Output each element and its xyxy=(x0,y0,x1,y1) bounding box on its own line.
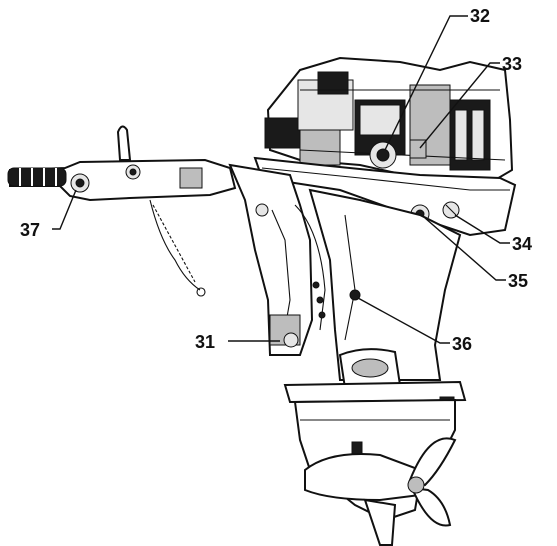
powerhead xyxy=(264,56,514,181)
midsection xyxy=(308,188,462,390)
clamp-bracket xyxy=(228,163,326,356)
lanyard-cord xyxy=(149,199,201,291)
callout-labels: 31 32 33 34 35 36 37 xyxy=(20,6,532,354)
callout-32: 32 xyxy=(470,6,490,26)
tiller-handle xyxy=(7,125,237,297)
leader-lines xyxy=(52,15,510,344)
callout-36: 36 xyxy=(452,334,472,354)
leader-36 xyxy=(357,297,450,344)
leader-32 xyxy=(384,15,468,151)
propeller xyxy=(408,437,457,487)
lower-unit xyxy=(293,398,457,546)
leader-37 xyxy=(52,189,77,230)
callout-37: 37 xyxy=(20,220,40,240)
leader-35 xyxy=(424,217,506,281)
leader-34 xyxy=(454,214,510,244)
leader-33 xyxy=(419,62,500,149)
callout-33: 33 xyxy=(502,54,522,74)
callout-31: 31 xyxy=(195,332,215,352)
plug-36 xyxy=(349,289,361,301)
throttle-grip xyxy=(7,167,67,187)
callout-35: 35 xyxy=(508,271,528,291)
callout-34: 34 xyxy=(512,234,532,254)
